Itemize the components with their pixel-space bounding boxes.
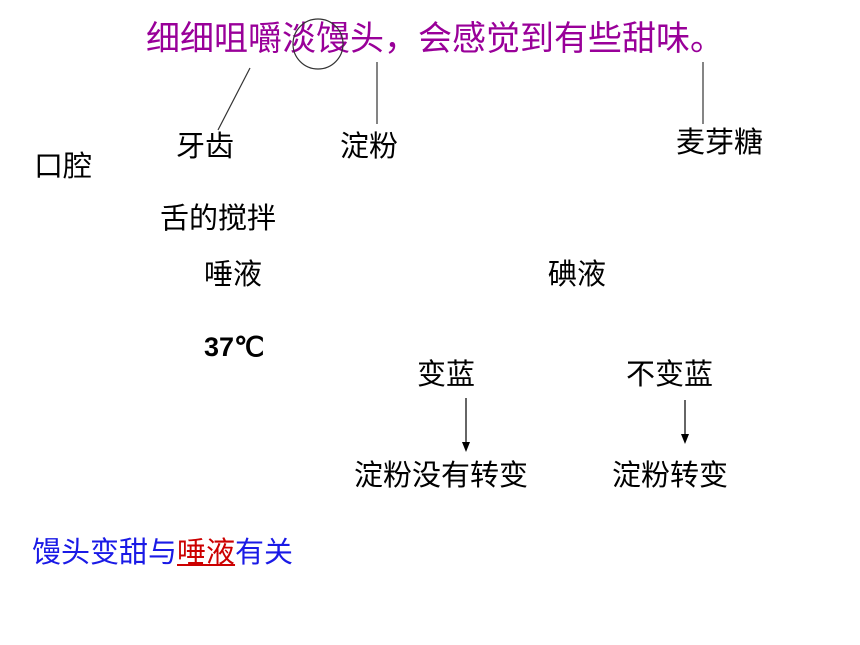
label-iodine: 碘液 bbox=[548, 257, 607, 291]
label-maltose: 麦芽糖 bbox=[676, 125, 764, 159]
teeth-pointer-line bbox=[217, 67, 251, 131]
conclusion-suffix: 有关 bbox=[235, 535, 294, 569]
label-teeth: 牙齿 bbox=[176, 129, 235, 163]
label-starch: 淀粉 bbox=[340, 129, 399, 163]
label-starch-unchanged: 淀粉没有转变 bbox=[354, 458, 529, 492]
label-saliva: 唾液 bbox=[204, 257, 263, 291]
conclusion-text: 馒头变甜与唾液有关 bbox=[32, 538, 293, 567]
label-oral-cavity: 口腔 bbox=[34, 149, 93, 183]
label-temperature: 37℃ bbox=[204, 332, 265, 362]
label-not-blue: 不变蓝 bbox=[626, 357, 714, 391]
not-blue-result-arrowhead bbox=[681, 434, 689, 444]
conclusion-highlight: 唾液 bbox=[177, 535, 236, 569]
highlight-circle bbox=[292, 18, 344, 70]
label-starch-changed: 淀粉转变 bbox=[612, 458, 729, 492]
slide-title: 细细咀嚼淡馒头，会感觉到有些甜味。 bbox=[146, 19, 724, 59]
label-turns-blue: 变蓝 bbox=[417, 357, 476, 391]
conclusion-prefix: 馒头变甜与 bbox=[32, 535, 178, 569]
blue-result-arrowhead bbox=[462, 442, 470, 452]
label-tongue-mixing: 舌的搅拌 bbox=[160, 201, 277, 235]
